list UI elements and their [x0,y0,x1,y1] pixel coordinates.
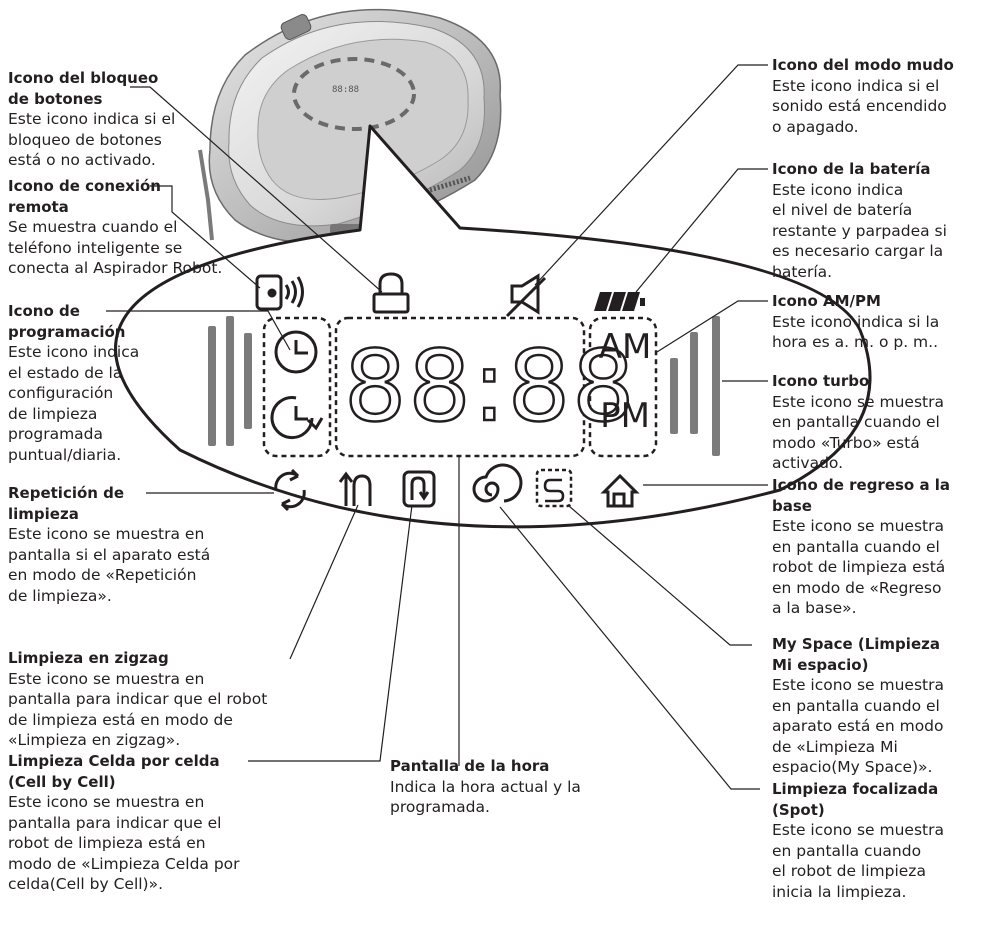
caption-mute: Icono del modo mudo Este icono indica si… [772,56,954,136]
caption-home: Icono de regreso a la base Este icono se… [772,476,951,617]
caption-zigzag: Limpieza en zigzag Este icono se muestra… [8,649,268,749]
robot-vacuum-illustration: 88:88 [198,8,502,244]
spot-icon [472,463,523,503]
schedule-daily-icon [270,396,324,440]
left-bars [208,316,252,446]
caption-myspace: My Space (Limpieza Mi espacio) Este icon… [772,635,944,776]
turbo-icon [670,316,720,456]
caption-battery: Icono de la batería Este icono indica el… [772,160,947,281]
caption-repeat: Repetición de limpieza Este icono se mue… [8,484,211,605]
caption-cell: Limpieza Celda por celda (Cell by Cell) … [8,752,240,893]
clock-digits: 88:88 [343,329,637,446]
caption-lock: Icono del bloqueo de botones Este icono … [8,69,176,169]
svg-text:88:88: 88:88 [332,85,359,95]
zigzag-icon [338,471,372,506]
caption-ampm: Icono AM/PM Este icono indica si la hora… [772,292,940,351]
caption-clock: Pantalla de la hora Indica la hora actua… [390,757,581,816]
schedule-box [262,316,332,458]
lock-icon [372,272,410,314]
battery-icon [594,292,645,311]
clock-box [334,316,586,458]
repeat-icon [274,468,306,512]
cell-by-cell-icon [402,470,436,508]
mute-icon [505,273,547,318]
my-space-icon [535,468,573,508]
remote-connection-icon [255,274,304,311]
leader-lines [106,64,768,790]
display-outline [114,124,872,529]
schedule-once-icon [274,330,318,374]
am-indicator: AM [598,327,652,367]
caption-remote: Icono de conexión remota Se muestra cuan… [8,177,223,277]
caption-spot: Limpieza focalizada (Spot) Este icono se… [772,780,944,901]
caption-turbo: Icono turbo Este icono se muestra en pan… [772,372,944,472]
caption-schedule: Icono de programación Este icono indica … [8,302,140,464]
ampm-box [588,316,658,458]
pm-indicator: PM [600,396,650,436]
home-icon [600,473,640,508]
